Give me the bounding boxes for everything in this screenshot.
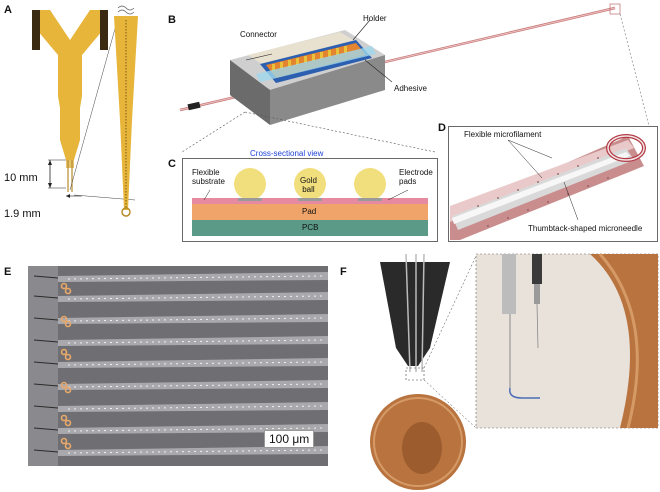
pad-label: Pad xyxy=(302,207,317,216)
microfilament-label: Flexible microfilament xyxy=(464,130,542,139)
holder-label: Holder xyxy=(363,14,387,23)
cross-section-title: Cross-sectional view xyxy=(250,149,324,158)
adhesive-label: Adhesive xyxy=(394,84,427,93)
flexible-substrate-label: Flexible substrate xyxy=(192,168,225,186)
panel-d-letter: D xyxy=(438,122,446,134)
probe-neck-shape xyxy=(58,96,82,160)
panel-d-microfilament-illustration xyxy=(448,126,658,242)
panel-c-cross-section xyxy=(182,158,438,242)
connector-shape xyxy=(248,32,360,68)
pcb-label: PCB xyxy=(302,223,319,232)
pad-layer xyxy=(192,204,428,220)
panel-a-probe-illustration xyxy=(32,5,138,217)
panel-f-photo xyxy=(370,253,659,490)
panel-a-letter: A xyxy=(4,4,12,16)
dim-width-label: 1.9 mm xyxy=(4,208,41,220)
gold-ball-2 xyxy=(294,168,326,200)
panel-b-device-illustration xyxy=(179,3,651,153)
gold-ball-3 xyxy=(354,168,386,200)
panel-c-letter: C xyxy=(168,158,176,170)
probe-connector-shape xyxy=(32,10,108,70)
holder-photo-shape xyxy=(380,262,450,366)
electrode-pads-label: Electrode pads xyxy=(399,168,433,186)
dim-length-label: 10 mm xyxy=(4,172,38,184)
panel-f-letter: F xyxy=(340,266,347,278)
pcb-layer xyxy=(192,220,428,236)
panel-e-letter: E xyxy=(4,266,12,278)
scalebar-label: 100 μm xyxy=(264,430,315,448)
panel-e-micrograph xyxy=(28,266,328,466)
connector-label: Connector xyxy=(240,30,277,39)
gold-ball-label: Gold ball xyxy=(300,176,317,194)
microneedle-label: Thumbtack-shaped microneedle xyxy=(528,224,643,233)
panel-b-letter: B xyxy=(168,14,176,26)
gold-ball-1 xyxy=(234,168,266,200)
